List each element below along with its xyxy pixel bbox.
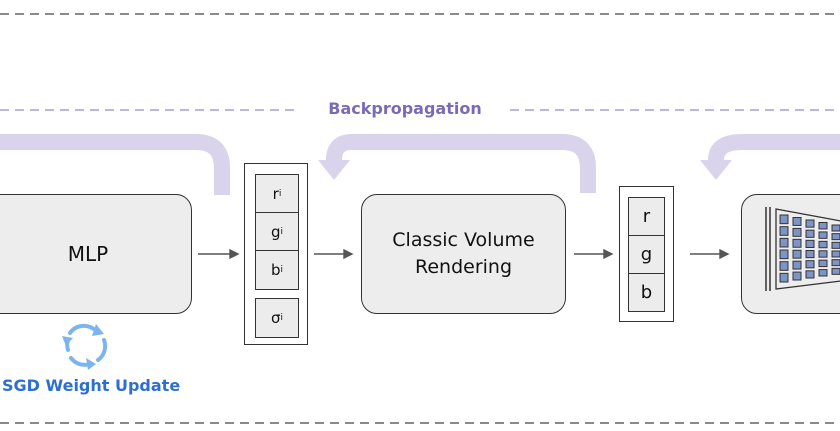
pixel-cell [792, 249, 802, 259]
pixel-cell [805, 260, 815, 269]
pixel-cell [831, 241, 840, 249]
pixel-cell [805, 270, 815, 279]
pixel-cell [831, 250, 840, 258]
pixel-cell [792, 238, 802, 248]
pixel-cell [831, 233, 840, 241]
pixel-cell [818, 231, 828, 239]
pixel-cell [779, 249, 789, 260]
pixel-cell [831, 259, 840, 267]
pixel-cell [792, 217, 802, 226]
mlp-label: MLP [67, 242, 109, 266]
pixel-cell [779, 261, 789, 271]
backprop-arrow-to-outputs [326, 134, 596, 193]
pixel-cell [792, 271, 802, 281]
pixel-cell [779, 272, 789, 283]
pixel-cell [792, 227, 802, 237]
renderer-label-line1: Classic Volume [392, 229, 535, 251]
rendered-image-box [741, 194, 840, 314]
pixel-cell [831, 224, 840, 232]
backprop-arrowhead-outputs [318, 160, 350, 180]
pixel-cell [805, 219, 815, 228]
renderer-label-line2: Rendering [414, 256, 513, 278]
backprop-arrowhead-renderer [700, 160, 732, 180]
backprop-arrow-to-renderer [708, 134, 840, 161]
arrowhead-renderer-to-rgb [603, 248, 614, 260]
pixel-grid-icon [765, 207, 840, 291]
pixel-cell [818, 222, 828, 230]
pixel-cell [805, 239, 815, 248]
pixel-cell [818, 250, 828, 258]
backprop-arrow-to-mlp [0, 134, 230, 195]
classic-volume-rendering-box: Classic Volume Rendering [361, 194, 566, 314]
pixel-cell [818, 259, 828, 268]
arrowhead-mlp-to-outputs [229, 248, 240, 260]
sgd-weight-update-label: SGD Weight Update [2, 376, 181, 395]
pixel-cell [805, 229, 815, 238]
backpropagation-label: Backpropagation [328, 99, 482, 118]
pixel-cell [805, 250, 815, 259]
pixel-cell [779, 226, 789, 236]
rgb-b: b [628, 273, 665, 312]
arrowhead-outputs-to-renderer [343, 248, 354, 260]
mlp-box: MLP [0, 194, 192, 314]
rgb-g: g [628, 235, 665, 274]
pixel-cell [792, 260, 802, 270]
pixel-cell [831, 267, 840, 275]
rendered-rgb-vector: r g b [619, 186, 674, 322]
pixel-cell [779, 214, 789, 225]
arrowhead-rgb-to-image [719, 248, 730, 260]
pixel-cell [779, 237, 789, 248]
pixel-cell [818, 269, 828, 277]
pixel-cell [818, 240, 828, 249]
rgb-r: r [628, 197, 665, 236]
